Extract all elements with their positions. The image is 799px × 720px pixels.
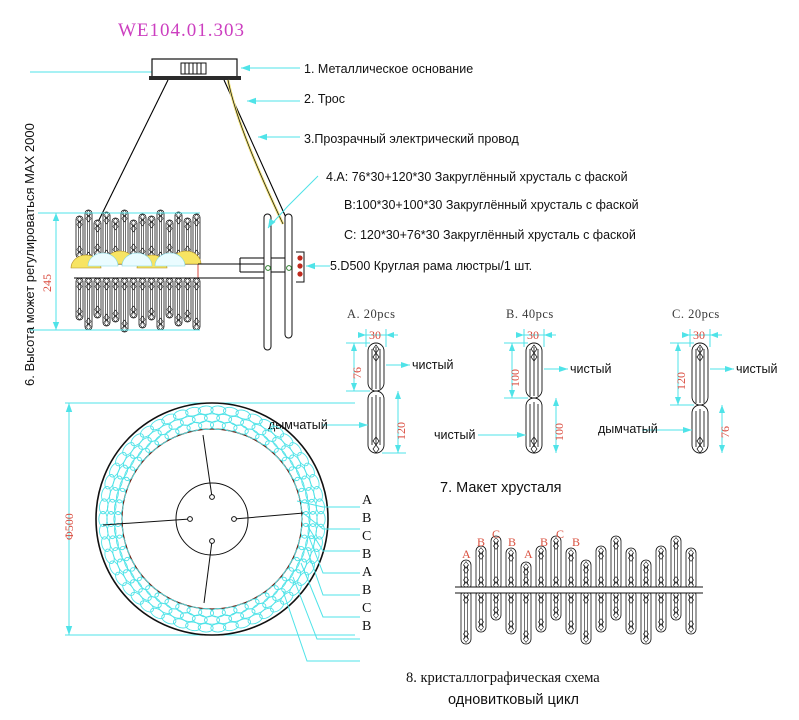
section-c-drawing	[642, 329, 734, 454]
crystallography-scheme	[455, 535, 703, 645]
scheme-label-6: B	[540, 535, 549, 549]
callout-wire: 3.Прозрачный электрический провод	[304, 132, 519, 146]
dimension-245	[38, 212, 200, 331]
callout-crystal-b: B:100*30+100*30 Закруглённый хрусталь с …	[344, 198, 639, 212]
scheme-label-7: C	[556, 527, 565, 541]
callout-cable: 2. Трос	[304, 92, 345, 106]
callout-crystal-c: C: 120*30+76*30 Закруглённый хрусталь с …	[344, 228, 636, 242]
section-b-bottom-length: 100	[552, 423, 566, 441]
section-b-title: B. 40pcs	[506, 307, 554, 321]
dimension-245-label: 245	[40, 274, 54, 292]
suspension-cables	[97, 79, 289, 225]
section-b-bottom-material: чистый	[434, 428, 476, 442]
callout-round-frame: 5.D500 Круглая рама люстры/1 шт.	[330, 259, 533, 273]
ring-label-3: C	[362, 529, 372, 544]
ring-label-7: C	[362, 601, 372, 616]
section-c-width: 30	[693, 328, 705, 342]
scheme-label-3: C	[492, 527, 501, 541]
section-b-width: 30	[527, 328, 539, 342]
section-a-width: 30	[369, 328, 381, 342]
scheme-label-5: A	[524, 547, 533, 561]
plan-view-drawing	[65, 402, 360, 662]
section-c-title: C. 20pcs	[672, 307, 720, 321]
ring-label-2: B	[362, 511, 372, 526]
section-c-bottom-length: 76	[718, 426, 732, 438]
section-b-top-length: 100	[508, 369, 522, 387]
section-a-drawing	[322, 329, 410, 454]
plan-diameter-label: Φ500	[62, 513, 76, 540]
callout-leaders	[241, 64, 330, 270]
section-b-drawing	[478, 329, 568, 454]
scheme-label-2: B	[477, 535, 486, 549]
scheme-label-4: B	[508, 535, 517, 549]
center-hub	[198, 213, 305, 351]
ring-label-1: A	[362, 493, 373, 508]
section-a-bottom-material: дымчатый	[268, 418, 328, 432]
caption-mockup: 7. Макет хрусталя	[440, 480, 562, 496]
ring-label-5: A	[362, 565, 373, 580]
callout-metal-base: 1. Металлическое основание	[304, 62, 474, 76]
section-c-bottom-material: дымчатый	[598, 422, 658, 436]
ceiling-plate	[149, 58, 241, 80]
caption-scheme-line1: 8. кристаллографическая схема	[406, 670, 600, 686]
section-b-top-material: чистый	[570, 362, 612, 376]
ring-label-6: B	[362, 583, 372, 598]
section-a-top-material: чистый	[412, 358, 454, 372]
section-c-top-length: 120	[674, 372, 688, 390]
page-title: WE104.01.303	[118, 20, 246, 41]
section-a-top-length: 76	[350, 367, 364, 379]
ring-label-4: B	[362, 547, 372, 562]
ring-label-8: B	[362, 619, 372, 634]
scheme-label-1: A	[462, 547, 471, 561]
scheme-label-8: B	[572, 535, 581, 549]
section-c-top-material: чистый	[736, 362, 778, 376]
caption-scheme-line2: одновитковый цикл	[448, 692, 579, 708]
section-a-title: A. 20pcs	[347, 307, 396, 321]
chandelier-body	[70, 209, 202, 333]
callout-crystal-a: 4.A: 76*30+120*30 Закруглённый хрусталь …	[326, 170, 628, 184]
